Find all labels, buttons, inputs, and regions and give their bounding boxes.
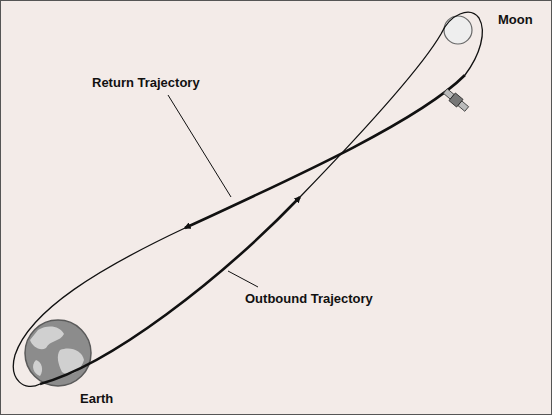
leader-line xyxy=(228,271,258,287)
trajectory-label: Return Trajectory xyxy=(92,75,200,91)
outbound-trajectory xyxy=(40,197,300,384)
moon-label: Moon xyxy=(498,12,533,28)
leader-line xyxy=(168,95,231,197)
trajectory-line xyxy=(13,228,185,386)
return-trajectory xyxy=(185,75,465,228)
earth-label: Earth xyxy=(80,391,113,407)
trajectory-label: Outbound Trajectory xyxy=(245,291,373,307)
spacecraft-icon xyxy=(442,87,470,113)
earth-globe xyxy=(25,320,91,386)
trajectory-line xyxy=(300,12,482,197)
moon-disc xyxy=(444,16,472,44)
